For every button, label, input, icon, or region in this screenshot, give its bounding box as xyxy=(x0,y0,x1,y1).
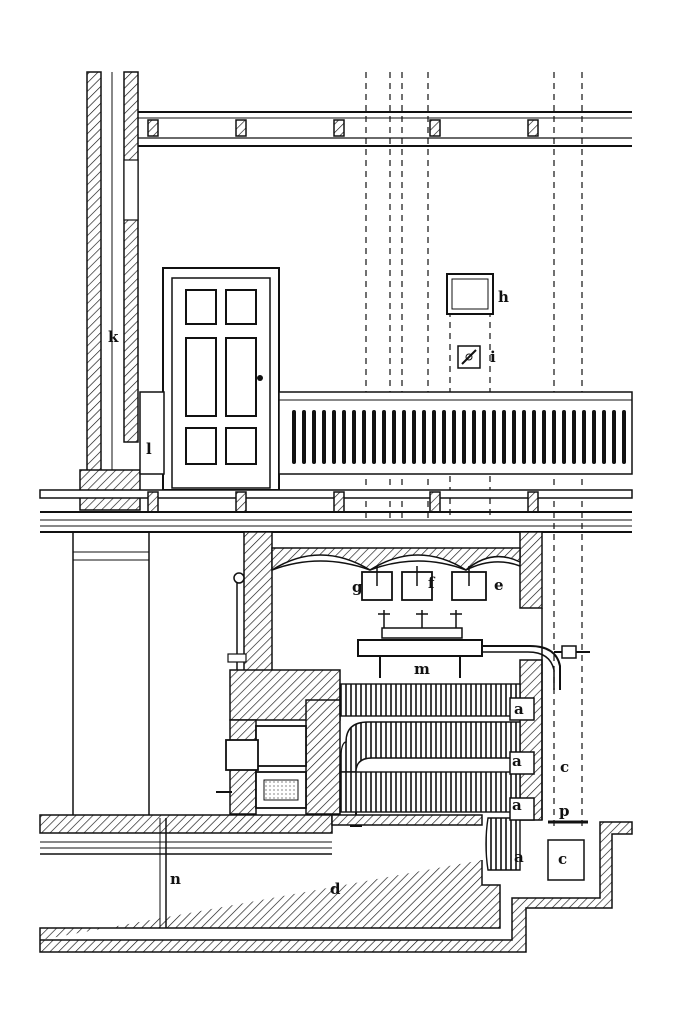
wainscot-slat xyxy=(482,410,486,464)
wainscot-slat xyxy=(342,410,346,464)
wainscot-slat xyxy=(322,410,326,464)
label-i: i xyxy=(490,348,496,366)
wainscot-slat xyxy=(332,410,336,464)
wall-register-h xyxy=(446,273,494,315)
floor-slab xyxy=(39,489,633,533)
wainscot-slat xyxy=(542,410,546,464)
regulator-i xyxy=(457,345,481,369)
wainscot-slat xyxy=(292,410,296,464)
wainscot-slat xyxy=(522,410,526,464)
label-e: e xyxy=(494,576,504,594)
ribbed-heating-pipes xyxy=(339,683,521,871)
label-n: n xyxy=(170,870,181,888)
furnace xyxy=(216,572,341,815)
wainscot-slat xyxy=(492,410,496,464)
wainscot-slat xyxy=(502,410,506,464)
wainscot-panelling xyxy=(139,391,633,475)
label-d: d xyxy=(330,880,341,898)
wainscot-slat xyxy=(422,410,426,464)
wainscot-slat xyxy=(352,410,356,464)
label-c-2: c xyxy=(558,850,567,868)
label-a-1: a xyxy=(514,700,524,718)
wainscot-slat xyxy=(362,410,366,464)
wainscot-slat xyxy=(412,410,416,464)
wainscot-slat xyxy=(312,410,316,464)
manifold-m xyxy=(357,610,590,690)
wainscot-slat xyxy=(432,410,436,464)
basement-floor xyxy=(39,814,633,953)
wainscot-slat xyxy=(392,410,396,464)
label-k: k xyxy=(108,328,119,346)
vent-boxes xyxy=(361,566,487,601)
wainscot-slat xyxy=(302,410,306,464)
wainscot-slat xyxy=(582,410,586,464)
wainscot-slat xyxy=(462,410,466,464)
wainscot-slat xyxy=(442,410,446,464)
wainscot-slat xyxy=(612,410,616,464)
wainscot-slat xyxy=(452,410,456,464)
wainscot-slat xyxy=(382,410,386,464)
label-h: h xyxy=(498,288,509,306)
wainscot-slat xyxy=(592,410,596,464)
door xyxy=(162,267,280,491)
left-wall-k xyxy=(79,71,141,511)
wainscot-slat xyxy=(572,410,576,464)
wainscot-slat xyxy=(562,410,566,464)
wainscot-slat xyxy=(402,410,406,464)
label-g: g xyxy=(352,578,363,596)
basement-left-pillar xyxy=(72,532,150,815)
wainscot-slat xyxy=(622,410,626,464)
wainscot-slat xyxy=(532,410,536,464)
label-a-4: a xyxy=(514,848,524,866)
wainscot-slat xyxy=(472,410,476,464)
label-l: l xyxy=(146,440,152,458)
wainscot-slat xyxy=(552,410,556,464)
wainscot-slat xyxy=(512,410,516,464)
wainscot-slat xyxy=(602,410,606,464)
upper-ceiling-beam xyxy=(138,111,632,147)
label-f: f xyxy=(428,574,436,592)
label-m: m xyxy=(414,660,430,678)
label-p: p xyxy=(559,802,570,820)
label-c-1: c xyxy=(560,758,569,776)
label-a-3: a xyxy=(512,796,522,814)
air-channel-c xyxy=(509,608,588,881)
wainscot-slat xyxy=(372,410,376,464)
label-a-2: a xyxy=(512,752,522,770)
